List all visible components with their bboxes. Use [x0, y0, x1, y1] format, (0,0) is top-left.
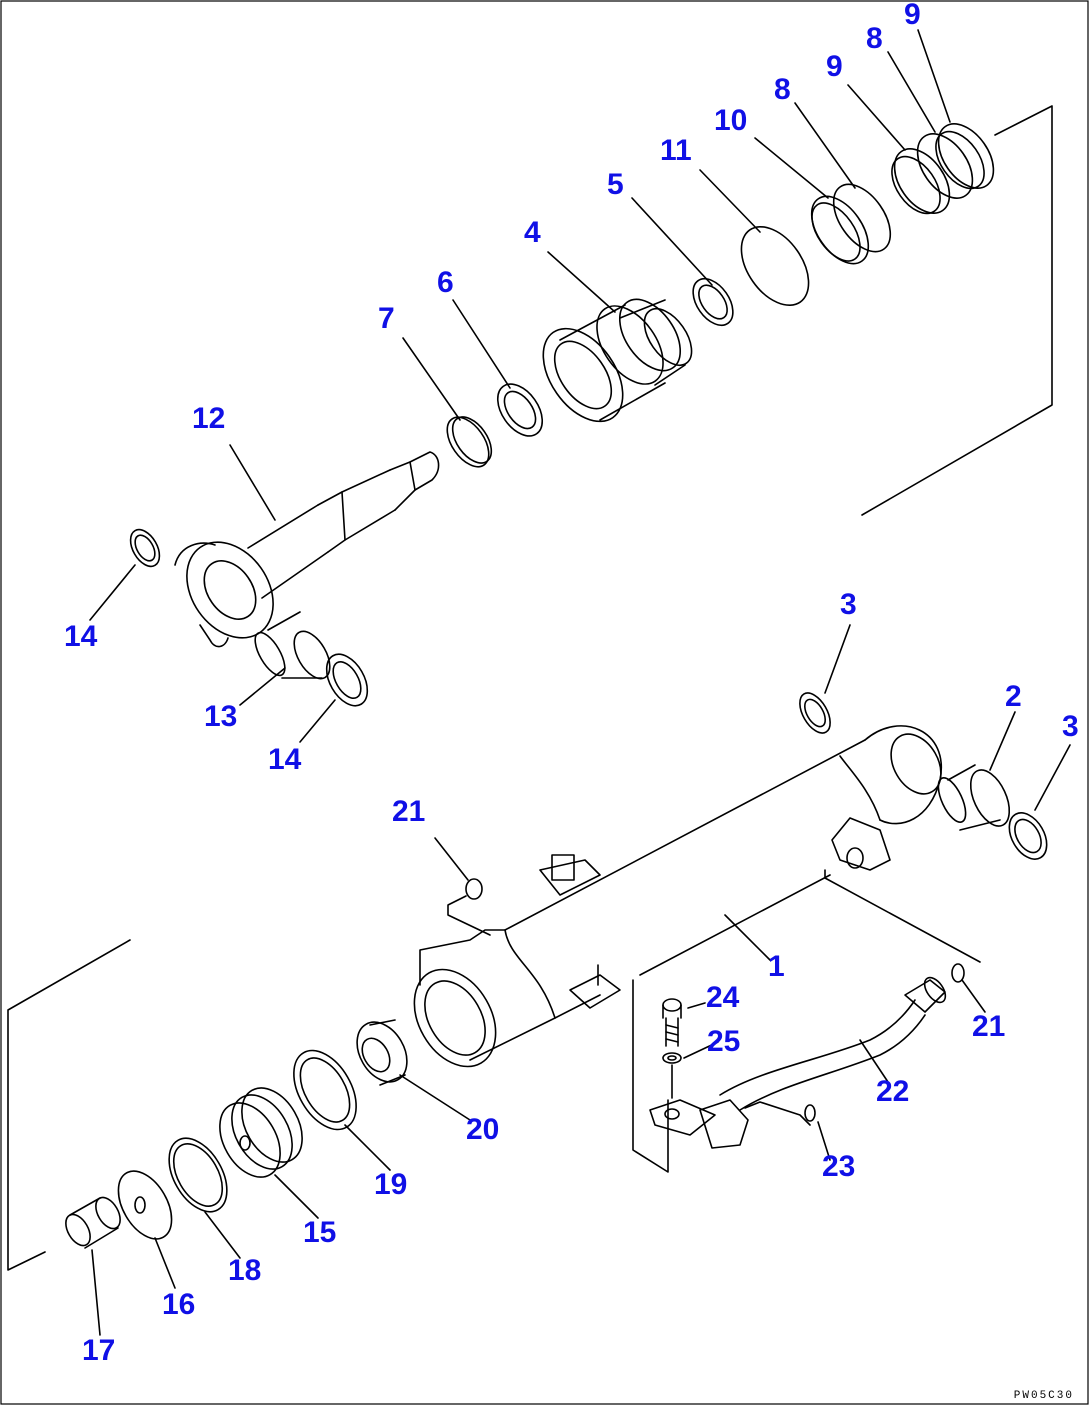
- ring-5: [692, 278, 734, 326]
- snap-ring-14-top: [129, 528, 161, 568]
- bushing-2: [937, 764, 1011, 831]
- part-label-5: 5: [607, 168, 624, 201]
- seal-ring-9-top: [935, 123, 995, 190]
- part-label-22: 22: [876, 1075, 910, 1108]
- part-label-16: 16: [162, 1288, 196, 1321]
- part-label-13: 13: [204, 700, 238, 733]
- part-label-25: 25: [707, 1025, 741, 1058]
- plate-16: [117, 1170, 173, 1240]
- grease-fitting-21-right: [824, 869, 981, 983]
- washer-25: [662, 1052, 682, 1064]
- rod-assembly-frame-lines: [861, 105, 1053, 516]
- part-label-21-a: 21: [392, 795, 426, 828]
- seal-ring-9-mid: [891, 148, 951, 215]
- part-label-20: 20: [466, 1113, 500, 1146]
- o-ring-11: [740, 225, 810, 307]
- part-label-21-b: 21: [972, 1010, 1006, 1043]
- part-label-3-a: 3: [840, 588, 857, 621]
- part-label-1: 1: [768, 950, 785, 983]
- hose-22: [719, 976, 947, 1111]
- ring-6: [496, 383, 544, 437]
- snap-ring-3-right: [1008, 812, 1048, 860]
- cylinder-head-4: [542, 298, 693, 423]
- snap-ring-14-bottom: [325, 653, 369, 707]
- part-label-4: 4: [524, 216, 541, 249]
- ring-18: [168, 1137, 228, 1213]
- bolt-24: [662, 998, 682, 1047]
- part-label-7: 7: [378, 302, 395, 335]
- part-label-6: 6: [437, 266, 454, 299]
- part-label-19: 19: [374, 1168, 408, 1201]
- flange-block: [649, 1099, 811, 1149]
- part-label-23: 23: [822, 1150, 856, 1183]
- part-label-14-b: 14: [268, 743, 302, 776]
- leader-lines: [89, 29, 1071, 1336]
- cylinder-tube-1: [413, 725, 943, 1068]
- part-label-10: 10: [714, 104, 748, 137]
- part-label-15: 15: [303, 1216, 337, 1249]
- part-label-18: 18: [228, 1254, 262, 1287]
- part-label-8-b: 8: [774, 73, 791, 106]
- ring-19: [293, 1049, 357, 1131]
- grease-fitting-21-top: [447, 878, 491, 936]
- part-label-17: 17: [82, 1334, 116, 1367]
- part-label-8-a: 8: [866, 22, 883, 55]
- part-label-3-b: 3: [1062, 710, 1079, 743]
- piston-assembly-frame-lines: [7, 939, 131, 1271]
- piston-rod-12: [174, 451, 440, 648]
- snap-ring-3-top: [799, 692, 831, 734]
- bushing-17: [65, 1196, 121, 1249]
- drawing-code: PW05C30: [1013, 1390, 1074, 1402]
- seal-ring-10: [810, 195, 870, 265]
- seal-ring-8-top: [916, 133, 974, 199]
- ring-7: [446, 416, 493, 468]
- part-label-9-b: 9: [826, 50, 843, 83]
- nut-20: [356, 1019, 408, 1086]
- part-label-12: 12: [192, 402, 226, 435]
- part-label-9-a: 9: [904, 0, 921, 31]
- part-label-24: 24: [706, 981, 740, 1014]
- bushing-13: [254, 611, 331, 680]
- piston-15: [219, 1087, 303, 1178]
- part-label-14-a: 14: [64, 620, 98, 653]
- seal-ring-8: [832, 183, 892, 253]
- part-label-2: 2: [1005, 680, 1022, 713]
- grease-fitting-23: [804, 1104, 816, 1122]
- part-label-11: 11: [660, 134, 692, 167]
